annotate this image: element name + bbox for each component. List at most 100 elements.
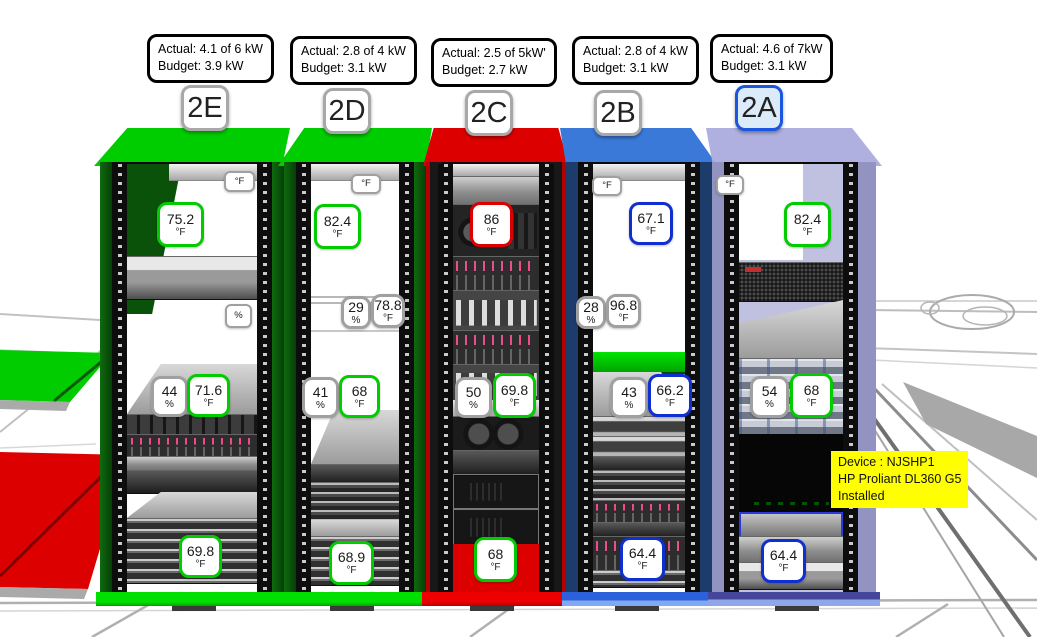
rack-base: [562, 592, 716, 606]
disk-array[interactable]: [453, 256, 539, 292]
mini-temp-badge[interactable]: °F: [716, 175, 744, 195]
temp-sensor-badge[interactable]: 86°F: [470, 202, 513, 247]
temp-sensor-badge[interactable]: 96.8°F: [606, 294, 641, 328]
server-unit[interactable]: [127, 470, 257, 494]
server-unit[interactable]: [593, 436, 685, 458]
rack-2e-top-cap: [94, 128, 290, 166]
power-budget: Budget: 3.1 kW: [301, 61, 387, 75]
power-actual: Actual: 2.8 of 4 kW: [583, 44, 688, 58]
server-unit[interactable]: [593, 416, 685, 438]
server-unit[interactable]: [739, 262, 843, 302]
server-unit[interactable]: [311, 464, 399, 484]
rack-rail: [296, 164, 311, 592]
floor-tile-green[interactable]: [0, 350, 112, 402]
server-stack[interactable]: [311, 482, 399, 522]
server-unit[interactable]: [453, 416, 539, 452]
rack-base: [96, 592, 288, 606]
rack-side-panel: [712, 162, 724, 606]
rack-2b-top-cap: [560, 128, 718, 166]
power-budget: Budget: 3.1 kW: [583, 61, 669, 75]
rack-2c-frame: [422, 162, 570, 606]
rack-label-2b[interactable]: 2B: [594, 90, 642, 136]
temp-sensor-badge[interactable]: 68.9°F: [329, 541, 374, 585]
floor-tile-red[interactable]: [0, 452, 128, 589]
rack-side-panel: [100, 162, 112, 606]
temp-sensor-badge[interactable]: 68°F: [790, 373, 833, 418]
rack-rail: [843, 164, 858, 592]
power-actual: Actual: 2.8 of 4 kW: [301, 44, 406, 58]
rack-2a[interactable]: [706, 128, 882, 606]
rack-2b[interactable]: [560, 128, 718, 606]
temp-sensor-badge[interactable]: 68°F: [339, 375, 380, 418]
humidity-sensor-badge[interactable]: 43%: [610, 377, 648, 418]
rack-2c[interactable]: [422, 128, 570, 606]
temp-sensor-badge[interactable]: 66.2°F: [648, 374, 692, 417]
disk-array[interactable]: [593, 500, 685, 524]
crac-unit-outline: [920, 294, 1015, 330]
temp-sensor-badge[interactable]: 64.4°F: [620, 537, 665, 581]
server-unit[interactable]: [127, 414, 257, 436]
shelf-top: [311, 520, 399, 536]
power-tooltip-2c: Actual: 2.5 of 5kW' Budget: 2.7 kW: [431, 38, 557, 87]
temp-sensor-badge[interactable]: 69.8°F: [179, 535, 222, 578]
humidity-sensor-badge[interactable]: 54%: [750, 376, 789, 418]
power-actual: Actual: 2.5 of 5kW': [442, 46, 546, 60]
temp-sensor-badge[interactable]: 82.4°F: [784, 202, 831, 247]
device-tooltip-model: HP Proliant DL360 G5: [838, 472, 962, 486]
humidity-sensor-badge[interactable]: 41%: [302, 377, 339, 418]
power-tooltip-2d: Actual: 2.8 of 4 kW Budget: 3.1 kW: [290, 36, 417, 85]
rack-side-panel: [284, 162, 296, 606]
rack-rail: [399, 164, 414, 592]
server-stack[interactable]: [593, 470, 685, 502]
device-tooltip-status: Installed: [838, 489, 885, 503]
temp-sensor-badge[interactable]: 82.4°F: [314, 204, 361, 249]
rack-base: [422, 592, 570, 606]
shelf-top: [127, 492, 257, 518]
rack-label-2a[interactable]: 2A: [735, 85, 783, 131]
rack-side-panel: [414, 162, 426, 606]
temp-sensor-badge[interactable]: 78.8°F: [371, 294, 405, 328]
mini-temp-badge[interactable]: °F: [224, 171, 255, 192]
rack-label-2c[interactable]: 2C: [465, 90, 513, 136]
rack-label-2e[interactable]: 2E: [181, 85, 229, 131]
temp-sensor-badge[interactable]: 71.6°F: [187, 374, 230, 417]
mini-humidity-badge[interactable]: %: [225, 304, 252, 328]
power-budget: Budget: 3.9 kW: [158, 59, 244, 73]
mini-temp-badge[interactable]: °F: [351, 174, 381, 194]
rack-empty-bay: [739, 434, 843, 512]
floor-equipment-top: [903, 382, 1037, 478]
device-tooltip: Device : NJSHP1 HP Proliant DL360 G5 Ins…: [831, 451, 969, 508]
disk-enclosure[interactable]: [453, 290, 539, 332]
server-unit[interactable]: [453, 450, 539, 476]
mini-temp-badge[interactable]: °F: [592, 176, 622, 196]
power-budget: Budget: 3.1 kW: [721, 59, 807, 73]
shelf-top: [311, 410, 399, 464]
rack-2d[interactable]: [278, 128, 432, 606]
server-unit[interactable]: [127, 256, 257, 300]
temp-sensor-badge[interactable]: 64.4°F: [761, 539, 806, 583]
selected-device-njshp1[interactable]: [739, 512, 843, 538]
rack-rail: [578, 164, 593, 592]
temp-sensor-badge[interactable]: 69.8°F: [493, 373, 536, 418]
humidity-sensor-badge[interactable]: 29%: [341, 296, 371, 329]
temp-sensor-badge[interactable]: 68°F: [474, 537, 517, 582]
power-tooltip-2b: Actual: 2.8 of 4 kW Budget: 3.1 kW: [572, 36, 699, 85]
disk-array[interactable]: [453, 330, 539, 366]
server-unit[interactable]: [453, 474, 539, 510]
rack-rail: [257, 164, 272, 592]
humidity-sensor-badge[interactable]: 44%: [151, 376, 188, 417]
temp-sensor-badge[interactable]: 75.2°F: [157, 202, 204, 247]
power-tooltip-2a: Actual: 4.6 of 7kW Budget: 3.1 kW: [710, 34, 834, 83]
humidity-sensor-badge[interactable]: 50%: [455, 377, 492, 418]
server-unit[interactable]: [453, 176, 539, 206]
power-actual: Actual: 4.1 of 6 kW: [158, 42, 263, 56]
rack-rail: [112, 164, 127, 592]
rack-side-panel: [550, 162, 566, 606]
humidity-sensor-badge[interactable]: 28%: [576, 296, 606, 329]
rack-2e[interactable]: [94, 128, 290, 606]
shelf-top: [739, 300, 843, 358]
rack-label-2d[interactable]: 2D: [323, 88, 371, 134]
disk-array[interactable]: [127, 434, 257, 458]
temp-sensor-badge[interactable]: 67.1°F: [629, 202, 673, 245]
